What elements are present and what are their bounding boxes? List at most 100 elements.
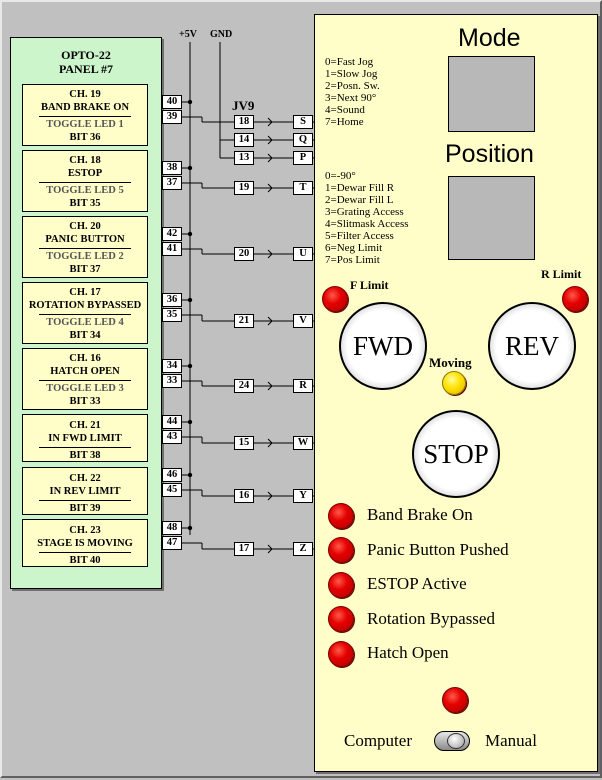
opto-terminal-pin: 48 bbox=[162, 521, 182, 535]
channel-number: CH. 19 bbox=[69, 89, 101, 100]
channel-name: IN FWD LIMIT bbox=[48, 433, 122, 444]
estop-label: ESTOP Active bbox=[367, 574, 467, 593]
computer-manual-toggle-switch[interactable] bbox=[434, 731, 470, 751]
channel-name: HATCH OPEN bbox=[50, 366, 120, 377]
channel-number: CH. 21 bbox=[69, 420, 101, 431]
opto-terminal-pin: 44 bbox=[162, 415, 182, 429]
position-title: Position bbox=[445, 140, 534, 168]
mode-option: 2=Posn. Sw. bbox=[325, 80, 380, 92]
connector-pin-number: 20 bbox=[234, 247, 254, 261]
channel-name: ROTATION BYPASSED bbox=[28, 300, 142, 311]
stop-button[interactable]: STOP bbox=[412, 410, 500, 498]
moving-label: Moving bbox=[429, 355, 472, 370]
channel-led: TOGGLE LED 3 bbox=[46, 383, 124, 394]
channel-name: PANIC BUTTON bbox=[45, 234, 125, 245]
connector-pin-letter: V bbox=[293, 314, 313, 328]
signal-arrow bbox=[267, 135, 273, 145]
panic-button-led bbox=[328, 537, 354, 563]
opto-terminal-pin: 34 bbox=[162, 359, 182, 373]
channel-bit: BIT 38 bbox=[69, 450, 101, 461]
rev-button[interactable]: REV bbox=[488, 302, 576, 390]
channel-led: TOGGLE LED 2 bbox=[46, 251, 124, 262]
divider bbox=[39, 314, 131, 315]
plus5v-label: +5V bbox=[179, 29, 197, 40]
signal-arrow bbox=[267, 117, 273, 127]
f-limit-led bbox=[322, 286, 348, 312]
signal-arrow bbox=[267, 544, 273, 554]
divider bbox=[39, 380, 131, 381]
band-brake-led bbox=[328, 503, 354, 529]
channel-bit: BIT 36 bbox=[69, 132, 101, 143]
connector-pin-number: 15 bbox=[234, 436, 254, 450]
position-option: 5=Filter Access bbox=[325, 230, 394, 242]
fwd-button[interactable]: FWD bbox=[339, 302, 427, 390]
connector-pin-letter: Z bbox=[293, 542, 313, 556]
channel-bit: BIT 37 bbox=[69, 264, 101, 275]
f-limit-label: F Limit bbox=[350, 278, 389, 292]
connector-pin-number: 16 bbox=[234, 489, 254, 503]
position-display bbox=[448, 176, 535, 260]
opto-terminal-pin: 39 bbox=[162, 110, 182, 124]
opto-terminal-pin: 43 bbox=[162, 430, 182, 444]
moving-led bbox=[442, 371, 466, 395]
junction-dot bbox=[187, 363, 193, 369]
channel-bit: BIT 34 bbox=[69, 330, 101, 341]
panel-subtitle: PANEL #7 bbox=[58, 62, 114, 76]
channel-name: STAGE IS MOVING bbox=[37, 538, 133, 549]
rotation-bypassed-led bbox=[328, 606, 354, 632]
junction-dot bbox=[187, 231, 193, 237]
divider bbox=[39, 248, 131, 249]
signal-arrow bbox=[267, 183, 273, 193]
channel-led: TOGGLE LED 1 bbox=[46, 119, 124, 130]
channel-box: CH. 17 ROTATION BYPASSED TOGGLE LED 4 BIT 3… bbox=[22, 282, 148, 344]
hatch-open-led bbox=[328, 641, 354, 667]
position-option: 6=Neg Limit bbox=[325, 242, 383, 254]
channel-led: TOGGLE LED 4 bbox=[46, 317, 124, 328]
mode-title: Mode bbox=[458, 24, 521, 52]
opto-terminal-pin: 45 bbox=[162, 483, 182, 497]
junction-dot bbox=[187, 297, 193, 303]
mode-option: 4=Sound bbox=[325, 104, 365, 116]
position-option: 1=Dewar Fill R bbox=[325, 182, 395, 194]
opto-terminal-pin: 35 bbox=[162, 308, 182, 322]
connector-pin-number: 13 bbox=[234, 151, 254, 165]
mode-option: 7=Home bbox=[325, 116, 364, 128]
divider bbox=[39, 500, 131, 501]
position-option: 3=Grating Access bbox=[325, 206, 404, 218]
opto-terminal-pin: 42 bbox=[162, 227, 182, 241]
channel-name: BAND BRAKE ON bbox=[40, 102, 130, 113]
junction-dot bbox=[187, 472, 193, 478]
position-option: 4=Slitmask Access bbox=[325, 218, 409, 230]
panic-button-label: Panic Button Pushed bbox=[367, 540, 509, 559]
mode-option: 3=Next 90° bbox=[325, 92, 377, 104]
rotation-bypassed-label: Rotation Bypassed bbox=[367, 609, 495, 628]
channel-box: CH. 21 IN FWD LIMIT BIT 38 bbox=[22, 414, 148, 462]
connector-pin-number: 17 bbox=[234, 542, 254, 556]
mode-option: 0=Fast Jog bbox=[325, 56, 374, 68]
connector-pin-letter: Y bbox=[293, 489, 313, 503]
channel-name: IN REV LIMIT bbox=[49, 486, 121, 497]
channel-bit: BIT 33 bbox=[69, 396, 101, 407]
channel-number: CH. 20 bbox=[69, 221, 101, 232]
opto-terminal-pin: 40 bbox=[162, 95, 182, 109]
channel-number: CH. 17 bbox=[69, 287, 101, 298]
connector-pin-letter: R bbox=[293, 379, 313, 393]
position-option: 0=-90° bbox=[325, 170, 356, 182]
computer-label: Computer bbox=[344, 731, 412, 750]
channel-bit: BIT 40 bbox=[69, 555, 101, 566]
signal-arrow bbox=[267, 381, 273, 391]
opto-terminal-pin: 38 bbox=[162, 161, 182, 175]
channel-bit: BIT 39 bbox=[69, 503, 101, 514]
connector-pin-letter: P bbox=[293, 151, 313, 165]
divider bbox=[39, 182, 131, 183]
manual-label: Manual bbox=[485, 731, 537, 750]
mode-options-list: 0=Fast Jog 1=Slow Jog 2=Posn. Sw. 3=Next… bbox=[325, 56, 380, 128]
channel-name: ESTOP bbox=[67, 168, 103, 179]
connector-pin-number: 18 bbox=[234, 115, 254, 129]
signal-arrow bbox=[267, 316, 273, 326]
signal-arrow bbox=[267, 153, 273, 163]
junction-dot bbox=[187, 165, 193, 171]
